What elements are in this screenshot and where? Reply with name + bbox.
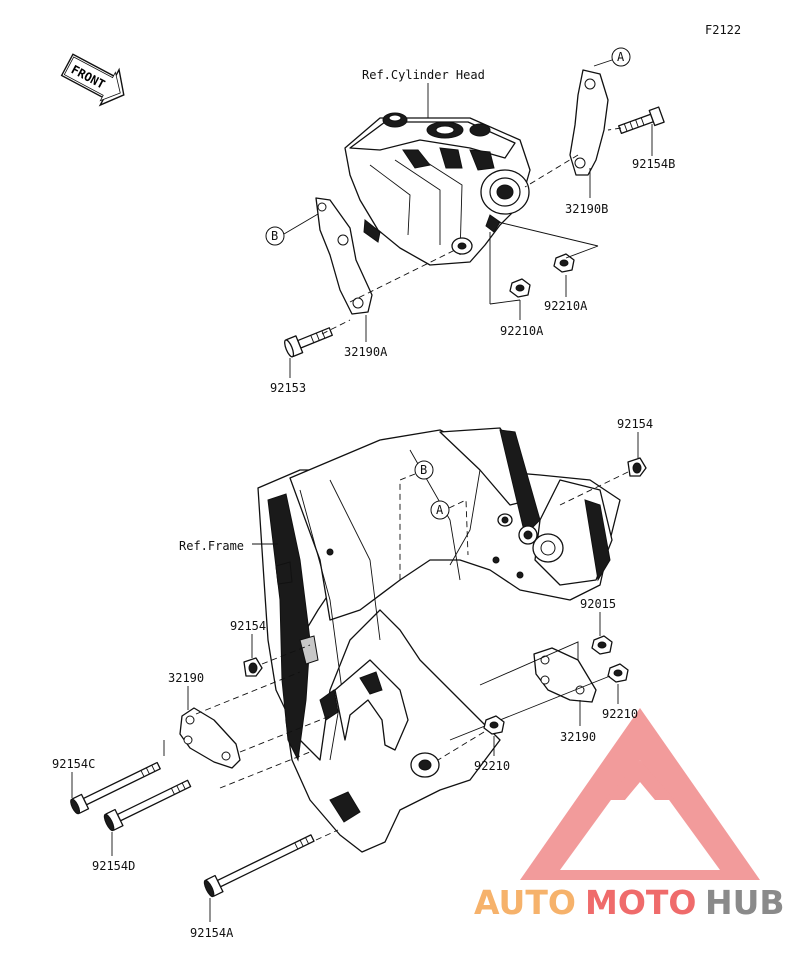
axis-92154-top [559, 471, 629, 506]
svg-text:B: B [271, 229, 278, 243]
bolt-92154b [618, 106, 665, 135]
label-92153: 92153 [270, 381, 306, 395]
axis-92210-right [449, 675, 611, 741]
bolt-92154c [70, 761, 161, 815]
nut-92210-mid [483, 715, 505, 735]
leader-92210a-left-b [489, 299, 521, 305]
watermark-moto: MOTO [585, 883, 696, 922]
axis-92154b [607, 127, 622, 131]
label-32190b: 32190B [565, 202, 608, 216]
ref-frame: Ref.Frame [179, 539, 244, 553]
bracket-32190a [315, 197, 373, 315]
label-92154c: 92154C [52, 757, 95, 771]
label-92154-top: 92154 [617, 417, 653, 431]
bolt-92154a [203, 834, 315, 898]
cylinder-head [344, 112, 531, 266]
axis-92210a-right [497, 221, 599, 247]
axis-92154a [315, 829, 339, 841]
bolt-92154d [103, 779, 192, 832]
front-arrow-icon: FRONT [60, 53, 125, 107]
axis-lower-2 [219, 751, 311, 789]
label-92154b: 92154B [632, 157, 675, 171]
watermark-logo [520, 708, 760, 880]
axis-32190-left [195, 671, 301, 715]
label-32190a: 32190A [344, 345, 388, 359]
label-92015: 92015 [580, 597, 616, 611]
label-92210-mid: 92210 [474, 759, 510, 773]
svg-text:A: A [617, 50, 625, 64]
label-92210a-left: 92210A [500, 324, 544, 338]
washer-92015 [591, 635, 613, 655]
bracket-32190-left [179, 707, 241, 769]
axis-92154-left [261, 644, 311, 665]
leader-32190-right-a [479, 641, 579, 686]
label-32190-left: 32190 [168, 671, 204, 685]
frame [257, 427, 621, 853]
label-92154a: 92154A [190, 926, 234, 940]
watermark-auto: AUTO [474, 883, 576, 922]
svg-text:A: A [436, 503, 444, 517]
label-92154-left: 92154 [230, 619, 266, 633]
bolt-92153 [284, 327, 333, 358]
nut-92210-right [607, 663, 629, 683]
axis-92153 [321, 319, 351, 335]
nut-92210a-right [553, 253, 575, 273]
bracket-32190b [569, 69, 609, 176]
ref-cylinder-head: Ref.Cylinder Head [362, 68, 485, 82]
axis-32190b [524, 154, 579, 188]
watermark-text: AUTO MOTO HUB [474, 883, 785, 922]
callout-a-top: A [593, 47, 631, 67]
leader-92210a-right-a [565, 245, 599, 259]
callout-b-top: B [265, 213, 319, 246]
callout-a-frame: A [430, 499, 469, 556]
label-32190-right: 32190 [560, 730, 596, 744]
watermark-hub: HUB [705, 883, 785, 922]
watermark-m-shape [605, 760, 675, 800]
bracket-32190-right [533, 647, 597, 703]
svg-text:B: B [420, 463, 427, 477]
callout-b-frame: B [399, 460, 434, 580]
bolt-92154-left [243, 657, 263, 677]
label-92210a-right: 92210A [544, 299, 588, 313]
axis-92210-mid [437, 731, 485, 761]
axis-lower-1 [239, 715, 331, 753]
nut-92210a-left [509, 278, 531, 298]
bolt-92154-top [627, 457, 647, 477]
label-92210-right: 92210 [602, 707, 638, 721]
diagram-id: F2122 [705, 23, 741, 37]
watermark-triangle-inner [560, 760, 720, 870]
label-92154d: 92154D [92, 859, 135, 873]
